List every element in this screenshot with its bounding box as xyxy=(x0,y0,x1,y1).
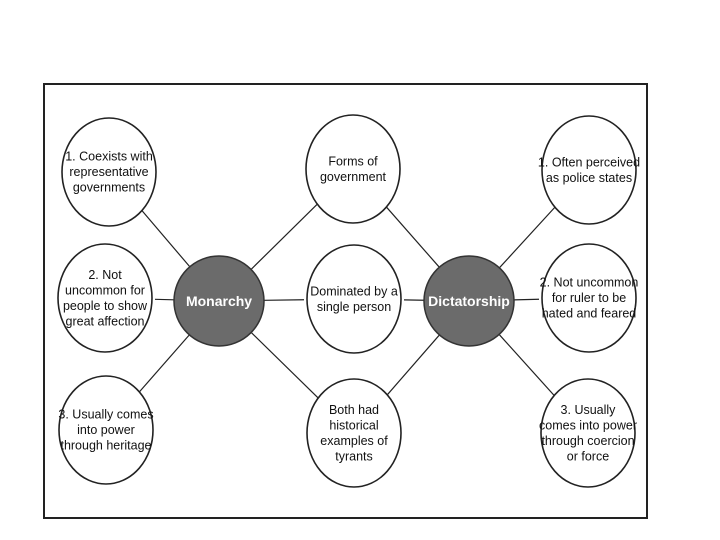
bubble-outline xyxy=(306,378,402,488)
bubble-text-line: representative xyxy=(69,165,148,179)
bubble-outline xyxy=(57,243,153,353)
hub-label: Monarchy xyxy=(186,293,252,309)
bubble-text-line: for ruler to be xyxy=(552,291,626,305)
bubble-text-line: 2. Not uncommon xyxy=(540,276,639,290)
bubble-text-line: historical xyxy=(329,418,378,432)
bubble-text-line: 1. Often perceived xyxy=(538,155,640,169)
bubble-text-line: through coercion xyxy=(541,434,634,448)
bubble-outline xyxy=(61,117,157,227)
bubble-text-line: uncommon for xyxy=(65,283,145,297)
bubble-outline xyxy=(305,114,401,224)
bubble-text-line: tyrants xyxy=(335,449,373,463)
connector-monarchy-trait-3 xyxy=(138,334,190,393)
connector-monarchy-trait-1 xyxy=(140,209,191,268)
connector-dictatorship-trait-1 xyxy=(498,206,556,269)
hub-circle xyxy=(423,255,515,347)
connector-dictatorship-shared-1 xyxy=(385,206,440,268)
shared-trait-bubble-1: Forms of government xyxy=(305,114,401,224)
bubble-text-line: 3. Usually xyxy=(561,403,617,417)
dictatorship-hub: Dictatorship xyxy=(423,255,515,347)
bubble-text-line: as police states xyxy=(546,171,632,185)
bubble-text-line: through heritage xyxy=(60,439,151,453)
bubble-text-line: examples of xyxy=(320,434,388,448)
connector-dictatorship-trait-3 xyxy=(498,334,555,397)
bubble-text-line: hated and feared xyxy=(542,307,637,321)
bubble-outline xyxy=(541,243,637,353)
hub-label: Dictatorship xyxy=(428,293,510,309)
bubble-text-line: government xyxy=(320,170,387,184)
connector-lines xyxy=(138,203,556,399)
dictatorship-trait-bubble-1: 1. Often perceived as police states xyxy=(538,115,640,225)
monarchy-hub: Monarchy xyxy=(173,255,265,347)
bubble-outline xyxy=(306,244,402,354)
bubble-text-line: Forms of xyxy=(328,154,378,168)
connector-monarchy-trait-2 xyxy=(154,298,175,301)
bubble-outline xyxy=(541,115,637,225)
connector-dictatorship-shared-3 xyxy=(386,334,440,396)
shared-trait-bubble-2: Dominated by a single person xyxy=(306,244,402,354)
bubble-text-line: Dominated by a xyxy=(310,284,398,298)
bubble-text-line: 2. Not xyxy=(88,268,122,282)
connector-dictatorship-trait-2 xyxy=(513,298,540,301)
bubble-text-line: people to show xyxy=(63,299,148,313)
bubble-text-line: single person xyxy=(317,300,391,314)
bubble-outline xyxy=(540,378,636,488)
bubble-text-line: or force xyxy=(567,449,609,463)
bubble-text-line: Both had xyxy=(329,403,379,417)
connector-monarchy-shared-1 xyxy=(250,203,318,270)
bubble-text-line: comes into power xyxy=(539,418,637,432)
connector-monarchy-shared-3 xyxy=(250,332,319,399)
bubble-text-line: great affection xyxy=(66,314,145,328)
bubble-outline xyxy=(58,375,154,485)
bubble-text-line: 3. Usually comes xyxy=(58,408,153,422)
hub-circle xyxy=(173,255,265,347)
bubble-text-line: governments xyxy=(73,181,145,195)
bubble-text-line: into power xyxy=(77,423,135,437)
connector-monarchy-shared-2 xyxy=(263,299,305,301)
bubble-text-line: 1. Coexists with xyxy=(65,150,153,164)
